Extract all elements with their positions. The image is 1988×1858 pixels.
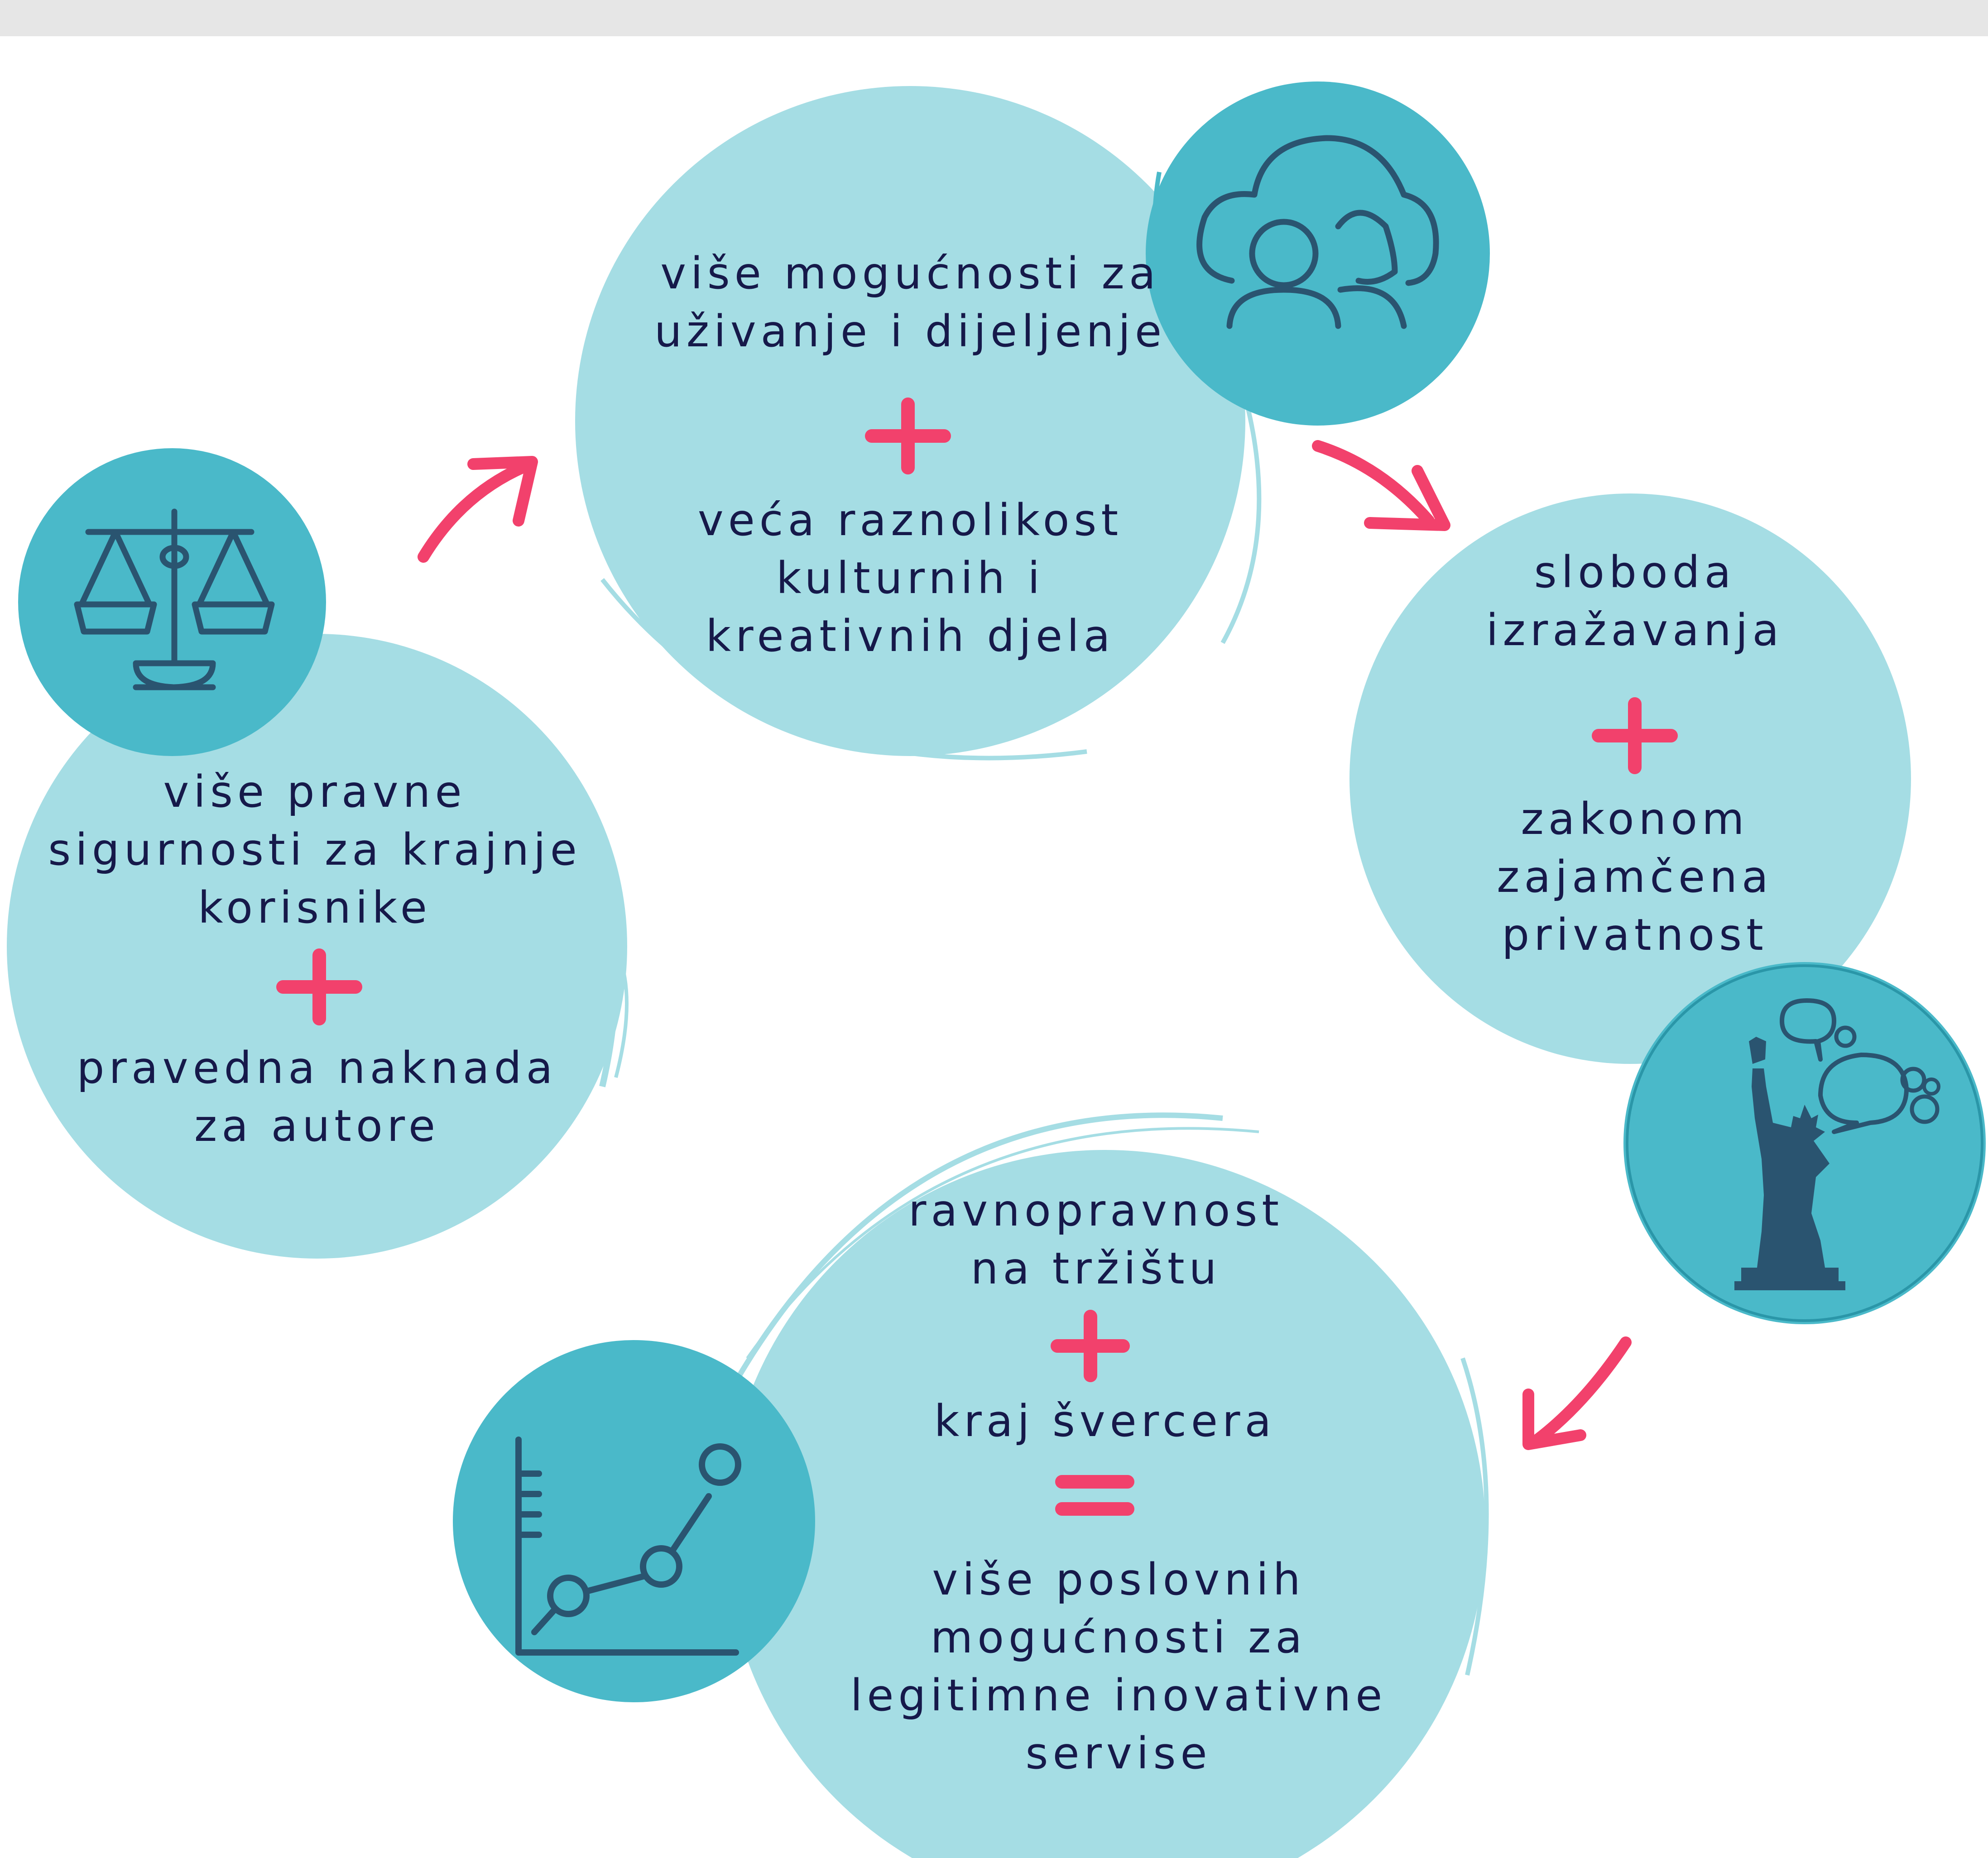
culture-line-5: kreativnih djela <box>706 611 1115 661</box>
market-line-5: mogućnosti za <box>930 1612 1307 1663</box>
equals-icon <box>1055 1475 1134 1516</box>
legal-text-top: više pravne sigurnosti za krajnje korisn… <box>18 763 611 937</box>
people-cloud-icon <box>1196 135 1439 329</box>
arrow-icon <box>1312 440 1450 531</box>
culture-text-bottom: veća raznolikost kulturnih i kreativnih … <box>625 491 1196 665</box>
market-line-6: legitimne inovativne <box>850 1670 1387 1721</box>
freedom-line-3: zakonom <box>1521 794 1749 844</box>
market-text-bottom: više poslovnih mogućnosti za legitimne i… <box>824 1551 1413 1782</box>
market-line-7: servise <box>1025 1728 1212 1779</box>
freedom-text-top: sloboda izražavanja <box>1408 543 1861 659</box>
plus-icon <box>1592 697 1678 774</box>
legal-line-4: pravedna naknada <box>77 1043 557 1093</box>
freedom-line-1: sloboda <box>1534 547 1736 598</box>
legal-text-bottom: pravedna naknada za autore <box>18 1039 616 1155</box>
freedom-circle <box>1349 493 1911 1064</box>
market-line-4: više poslovnih <box>932 1554 1305 1605</box>
legal-line-3: korisnike <box>198 882 432 933</box>
market-text-top: ravnopravnost na tržištu <box>815 1182 1377 1298</box>
legal-line-2: sigurnosti za krajnje <box>48 824 581 875</box>
plus-icon <box>276 948 362 1025</box>
arrow-icon <box>1522 1336 1632 1450</box>
plus-icon <box>865 397 951 474</box>
culture-text-top: više mogućnosti za uživanje i dijeljenje <box>625 244 1196 360</box>
statue-of-liberty-speech-icon <box>1734 998 1940 1290</box>
culture-line-1: više mogućnosti za <box>660 248 1160 299</box>
culture-line-4: kulturnih i <box>776 553 1044 603</box>
arrow-icon <box>418 456 538 563</box>
market-line-1: ravnopravnost <box>908 1185 1283 1236</box>
scales-of-justice-icon <box>74 508 275 690</box>
freedom-line-5: privatnost <box>1502 910 1768 960</box>
culture-line-3: veća raznolikost <box>697 495 1123 546</box>
legal-line-5: za autore <box>194 1101 440 1151</box>
legal-line-1: više pravne <box>163 766 466 817</box>
header-bar <box>0 0 1988 36</box>
market-line-2: na tržištu <box>970 1243 1221 1294</box>
market-text-middle: kraj švercera <box>824 1392 1386 1450</box>
culture-line-2: uživanje i dijeljenje <box>654 306 1167 357</box>
freedom-text-bottom: zakonom zajamčena privatnost <box>1408 790 1861 964</box>
market-line-3: kraj švercera <box>934 1396 1276 1446</box>
freedom-line-2: izražavanja <box>1486 605 1784 656</box>
plus-icon <box>1051 1310 1130 1382</box>
market-icon-circle <box>453 1340 815 1702</box>
growth-chart-icon <box>515 1437 741 1656</box>
legal-circle <box>7 634 629 1259</box>
freedom-line-4: zajamčena <box>1497 852 1773 902</box>
